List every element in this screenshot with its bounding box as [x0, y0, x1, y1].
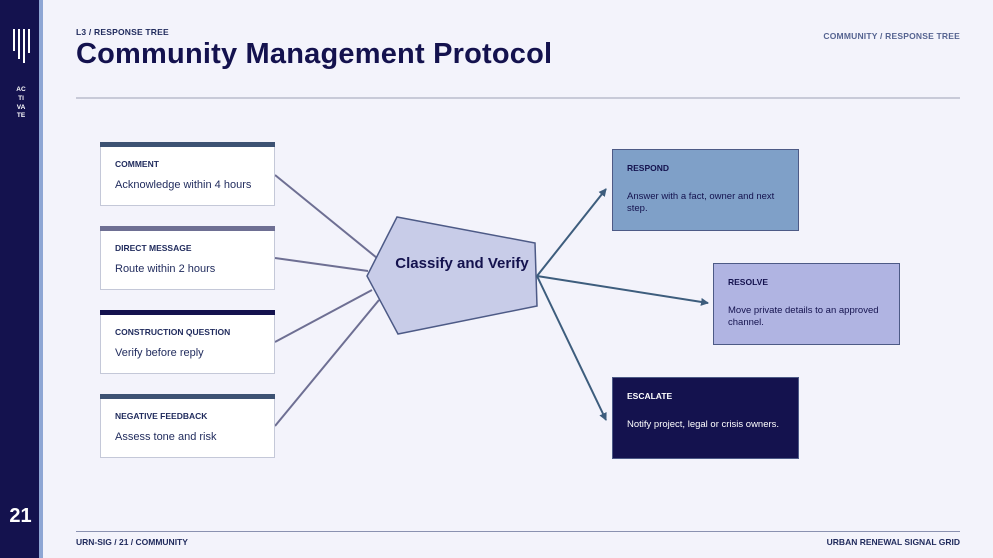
input-card-construction-question: CONSTRUCTION QUESTION Verify before repl…: [100, 310, 275, 374]
arrow-escalate: [536, 275, 607, 421]
input-label: COMMENT: [115, 159, 159, 169]
input-label: NEGATIVE FEEDBACK: [115, 411, 208, 421]
page-title: Community Management Protocol: [76, 38, 553, 70]
input-text: Verify before reply: [115, 347, 204, 359]
brand-vertical-text: ACTIVATE: [16, 86, 26, 120]
input-accent-bar: [100, 142, 275, 147]
input-label: CONSTRUCTION QUESTION: [115, 327, 231, 337]
sidebar: ACTIVATE 21: [0, 0, 39, 558]
arrow-respond: [536, 188, 607, 277]
output-label: ESCALATE: [627, 391, 673, 401]
output-text: Notify project, legal or crisis owners.: [627, 419, 780, 430]
output-text: Answer with a fact, owner and next step.: [627, 191, 775, 214]
connector-comment: [274, 174, 378, 259]
footer-divider: [76, 531, 960, 532]
brand-logo-icon: [13, 29, 33, 63]
output-label: RESPOND: [627, 163, 670, 173]
section-label: COMMUNITY / RESPONSE TREE: [823, 31, 960, 41]
connector-construction-question: [274, 289, 373, 343]
output-label: RESOLVE: [728, 277, 768, 287]
footer-brand: URBAN RENEWAL SIGNAL GRID: [826, 537, 960, 547]
connector-direct-message: [274, 257, 369, 272]
output-card-escalate: ESCALATE Notify project, legal or crisis…: [612, 377, 799, 459]
input-card-comment: COMMENT Acknowledge within 4 hours: [100, 142, 275, 206]
input-accent-bar: [100, 226, 275, 231]
footer-doc-code: URN-SIG / 21 / COMMUNITY: [76, 537, 188, 547]
input-card-negative-feedback: NEGATIVE FEEDBACK Assess tone and risk: [100, 394, 275, 458]
slide-number: 21: [9, 505, 32, 527]
output-card-resolve: RESOLVE Move private details to an appro…: [713, 263, 900, 345]
arrow-resolve: [536, 275, 709, 306]
hub-shape: [366, 216, 538, 335]
header-divider: [76, 97, 960, 99]
input-text: Route within 2 hours: [115, 263, 216, 275]
input-text: Assess tone and risk: [115, 431, 217, 443]
input-card-direct-message: DIRECT MESSAGE Route within 2 hours: [100, 226, 275, 290]
hub-label: Classify and Verify: [395, 255, 529, 272]
sidebar-accent-stripe: [39, 0, 43, 558]
input-accent-bar: [100, 310, 275, 315]
output-text: Move private details to an approved chan…: [728, 305, 879, 328]
input-accent-bar: [100, 394, 275, 399]
input-text: Acknowledge within 4 hours: [115, 179, 252, 191]
output-card-respond: RESPOND Answer with a fact, owner and ne…: [612, 149, 799, 231]
connector-negative-feedback: [274, 299, 380, 427]
input-label: DIRECT MESSAGE: [115, 243, 192, 253]
eyebrow-label: L3 / RESPONSE TREE: [76, 27, 169, 37]
